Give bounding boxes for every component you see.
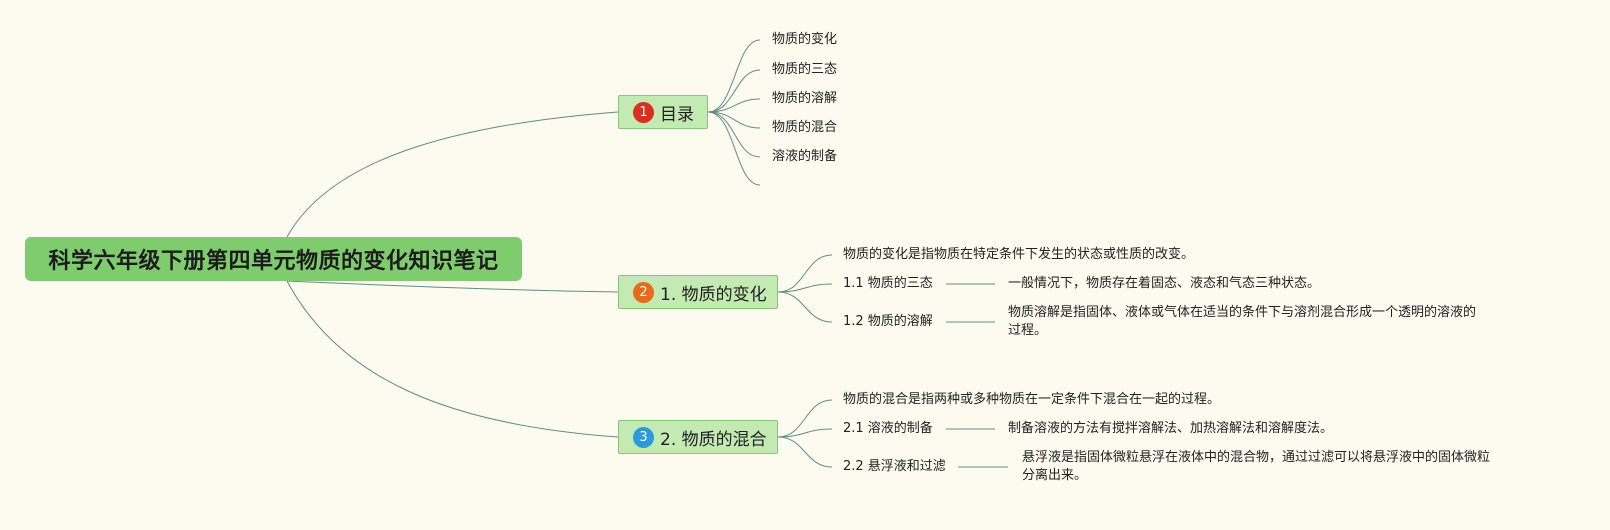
branch-label: 目录: [660, 104, 694, 125]
toc-item[interactable]: 溶液的制备: [772, 149, 838, 164]
subtopic-label[interactable]: 1.1 物质的三态: [843, 276, 933, 291]
subtopic-label[interactable]: 1.2 物质的溶解: [843, 314, 933, 329]
branch-matter-change[interactable]: 2 1. 物质的变化: [618, 275, 778, 309]
branch-summary[interactable]: 物质的变化是指物质在特定条件下发生的状态或性质的改变。: [843, 247, 1195, 262]
toc-item[interactable]: 物质的变化: [772, 32, 838, 47]
branch-summary[interactable]: 物质的混合是指两种或多种物质在一定条件下混合在一起的过程。: [843, 392, 1221, 407]
root-title: 科学六年级下册第四单元物质的变化知识笔记: [48, 249, 499, 274]
toc-item[interactable]: 物质的溶解: [772, 91, 838, 106]
root-topic[interactable]: 科学六年级下册第四单元物质的变化知识笔记: [25, 237, 522, 281]
branch-toc[interactable]: 1 目录: [618, 95, 708, 129]
subtopic-label[interactable]: 2.2 悬浮液和过滤: [843, 459, 946, 474]
subtopic-detail[interactable]: 物质溶解是指固体、液体或气体在适当的条件下与溶剂混合形成一个透明的溶液的过程。: [1008, 305, 1477, 338]
toc-item[interactable]: 物质的混合: [772, 120, 838, 135]
subtopic-detail[interactable]: 制备溶液的方法有搅拌溶解法、加热溶解法和溶解度法。: [1008, 421, 1334, 436]
subtopic-label[interactable]: 2.1 溶液的制备: [843, 421, 933, 436]
link-root-to-toc: [286, 111, 619, 238]
branch-matter-mixing[interactable]: 3 2. 物质的混合: [618, 420, 778, 454]
number-badge-3: 3: [633, 426, 654, 448]
number-badge-2: 2: [633, 281, 654, 303]
subtopic-detail[interactable]: 悬浮液是指固体微粒悬浮在液体中的混合物，通过过滤可以将悬浮液中的固体微粒分离出来…: [1022, 450, 1491, 483]
link-root-to-mixing: [286, 280, 619, 438]
link-root-to-change: [286, 280, 619, 293]
toc-item[interactable]: 物质的三态: [772, 62, 838, 77]
number-badge-1: 1: [633, 101, 654, 123]
branch-label: 2. 物质的混合: [660, 429, 767, 450]
branch-label: 1. 物质的变化: [660, 284, 767, 305]
subtopic-detail[interactable]: 一般情况下，物质存在着固态、液态和气态三种状态。: [1008, 276, 1321, 291]
